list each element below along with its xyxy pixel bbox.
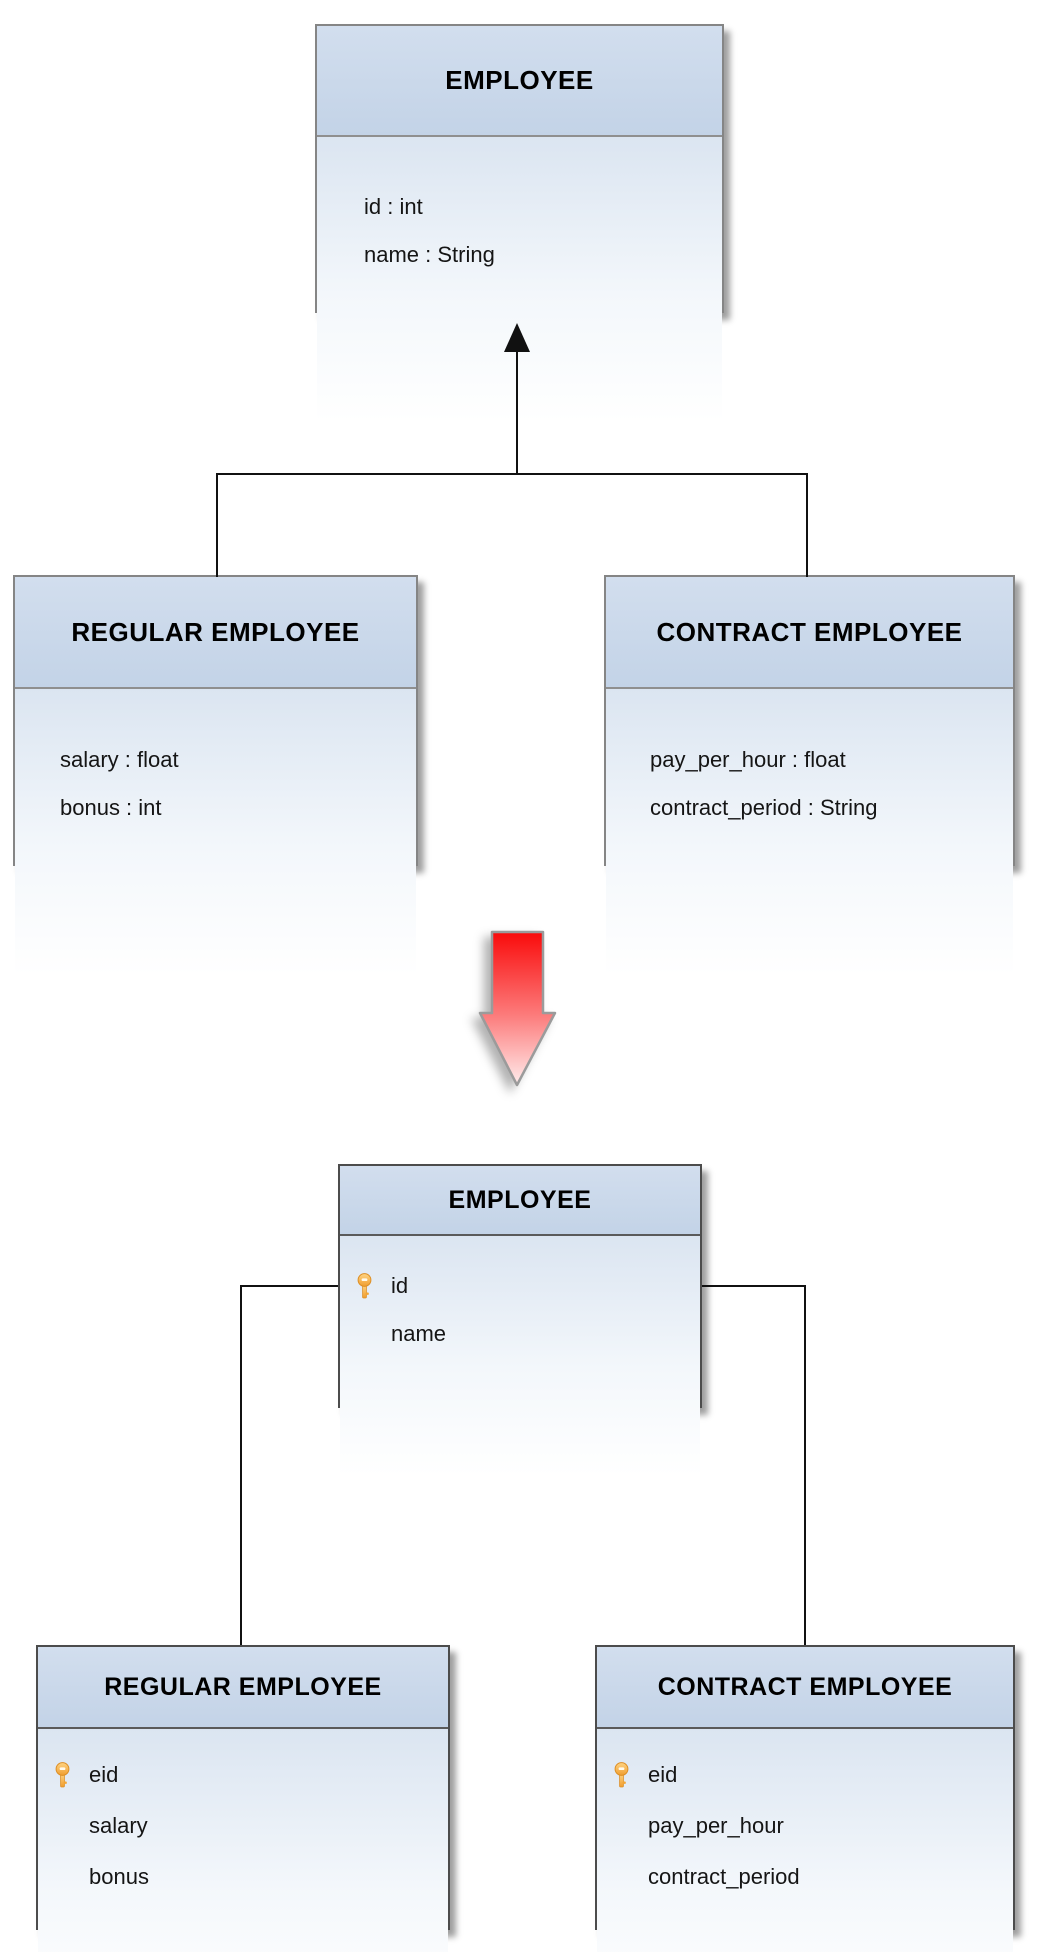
- table-column-row: pay_per_hour: [597, 1800, 1013, 1851]
- key-icon: [611, 1761, 631, 1789]
- table-column-row: eid: [597, 1749, 1013, 1800]
- uml-attribute: pay_per_hour : float: [650, 747, 846, 772]
- key-icon: [354, 1272, 374, 1300]
- column-name: eid: [648, 1761, 678, 1787]
- er-table-employee-columns: id name: [340, 1236, 700, 1476]
- up-triangle-arrow-icon: [504, 323, 530, 352]
- fk-connector-left-horizontal: [240, 1285, 338, 1287]
- uml-class-contract-employee-attributes: pay_per_hour : float contract_period : S…: [606, 689, 1013, 976]
- column-name: eid: [89, 1761, 119, 1787]
- uml-attribute: bonus : int: [60, 795, 162, 820]
- column-name: contract_period: [648, 1863, 800, 1889]
- table-column-row: id: [340, 1262, 700, 1310]
- inheritance-connector-crossbar: [216, 473, 808, 475]
- column-name: bonus: [89, 1863, 149, 1889]
- er-table-regular-employee-columns: eid salary bonus: [38, 1729, 448, 1952]
- table-column-row: eid: [38, 1749, 448, 1800]
- inheritance-connector-stem: [516, 350, 518, 475]
- uml-class-employee: EMPLOYEE id : int name : String: [315, 24, 724, 422]
- uml-class-regular-employee-title: REGULAR EMPLOYEE: [71, 616, 360, 647]
- er-table-employee: EMPLOYEE id: [338, 1164, 702, 1476]
- er-table-employee-title: EMPLOYEE: [448, 1185, 592, 1214]
- uml-class-regular-employee-attributes: salary : float bonus : int: [15, 689, 416, 976]
- inheritance-connector-right-drop: [806, 473, 808, 577]
- uml-attribute: name : String: [364, 242, 495, 267]
- column-name: name: [391, 1321, 447, 1346]
- key-icon: [52, 1761, 72, 1789]
- table-column-row: bonus: [38, 1851, 448, 1902]
- uml-class-employee-attributes: id : int name : String: [317, 137, 722, 422]
- er-table-contract-employee: CONTRACT EMPLOYEE eid: [595, 1645, 1015, 1952]
- er-table-regular-employee: REGULAR EMPLOYEE eid: [36, 1645, 450, 1952]
- uml-class-employee-header: EMPLOYEE: [317, 26, 722, 137]
- inheritance-connector-left-drop: [216, 473, 218, 577]
- er-table-regular-employee-title: REGULAR EMPLOYEE: [104, 1672, 382, 1701]
- uml-class-contract-employee: CONTRACT EMPLOYEE pay_per_hour : float c…: [604, 575, 1015, 976]
- er-table-contract-employee-columns: eid pay_per_hour contract_period: [597, 1729, 1013, 1952]
- er-table-contract-employee-header: CONTRACT EMPLOYEE: [597, 1647, 1013, 1729]
- table-column-row: contract_period: [597, 1851, 1013, 1902]
- fk-connector-right-horizontal: [702, 1285, 806, 1287]
- table-column-row: name: [340, 1310, 700, 1358]
- uml-class-contract-employee-header: CONTRACT EMPLOYEE: [606, 577, 1013, 689]
- column-name: id: [391, 1273, 409, 1298]
- er-table-contract-employee-title: CONTRACT EMPLOYEE: [657, 1672, 953, 1701]
- uml-attribute: contract_period : String: [650, 795, 878, 820]
- uml-attribute: salary : float: [60, 747, 179, 772]
- uml-class-employee-title: EMPLOYEE: [445, 65, 594, 95]
- er-table-regular-employee-header: REGULAR EMPLOYEE: [38, 1647, 448, 1729]
- column-name: salary: [89, 1812, 148, 1838]
- fk-connector-left-vertical: [240, 1285, 242, 1645]
- uml-class-contract-employee-title: CONTRACT EMPLOYEE: [656, 616, 963, 647]
- uml-class-regular-employee-header: REGULAR EMPLOYEE: [15, 577, 416, 689]
- er-table-employee-header: EMPLOYEE: [340, 1166, 700, 1236]
- fk-connector-right-vertical: [804, 1285, 806, 1645]
- uml-attribute: id : int: [364, 194, 423, 219]
- red-down-arrow-icon: [478, 930, 557, 1087]
- table-column-row: salary: [38, 1800, 448, 1851]
- uml-class-regular-employee: REGULAR EMPLOYEE salary : float bonus : …: [13, 575, 418, 976]
- column-name: pay_per_hour: [648, 1812, 784, 1838]
